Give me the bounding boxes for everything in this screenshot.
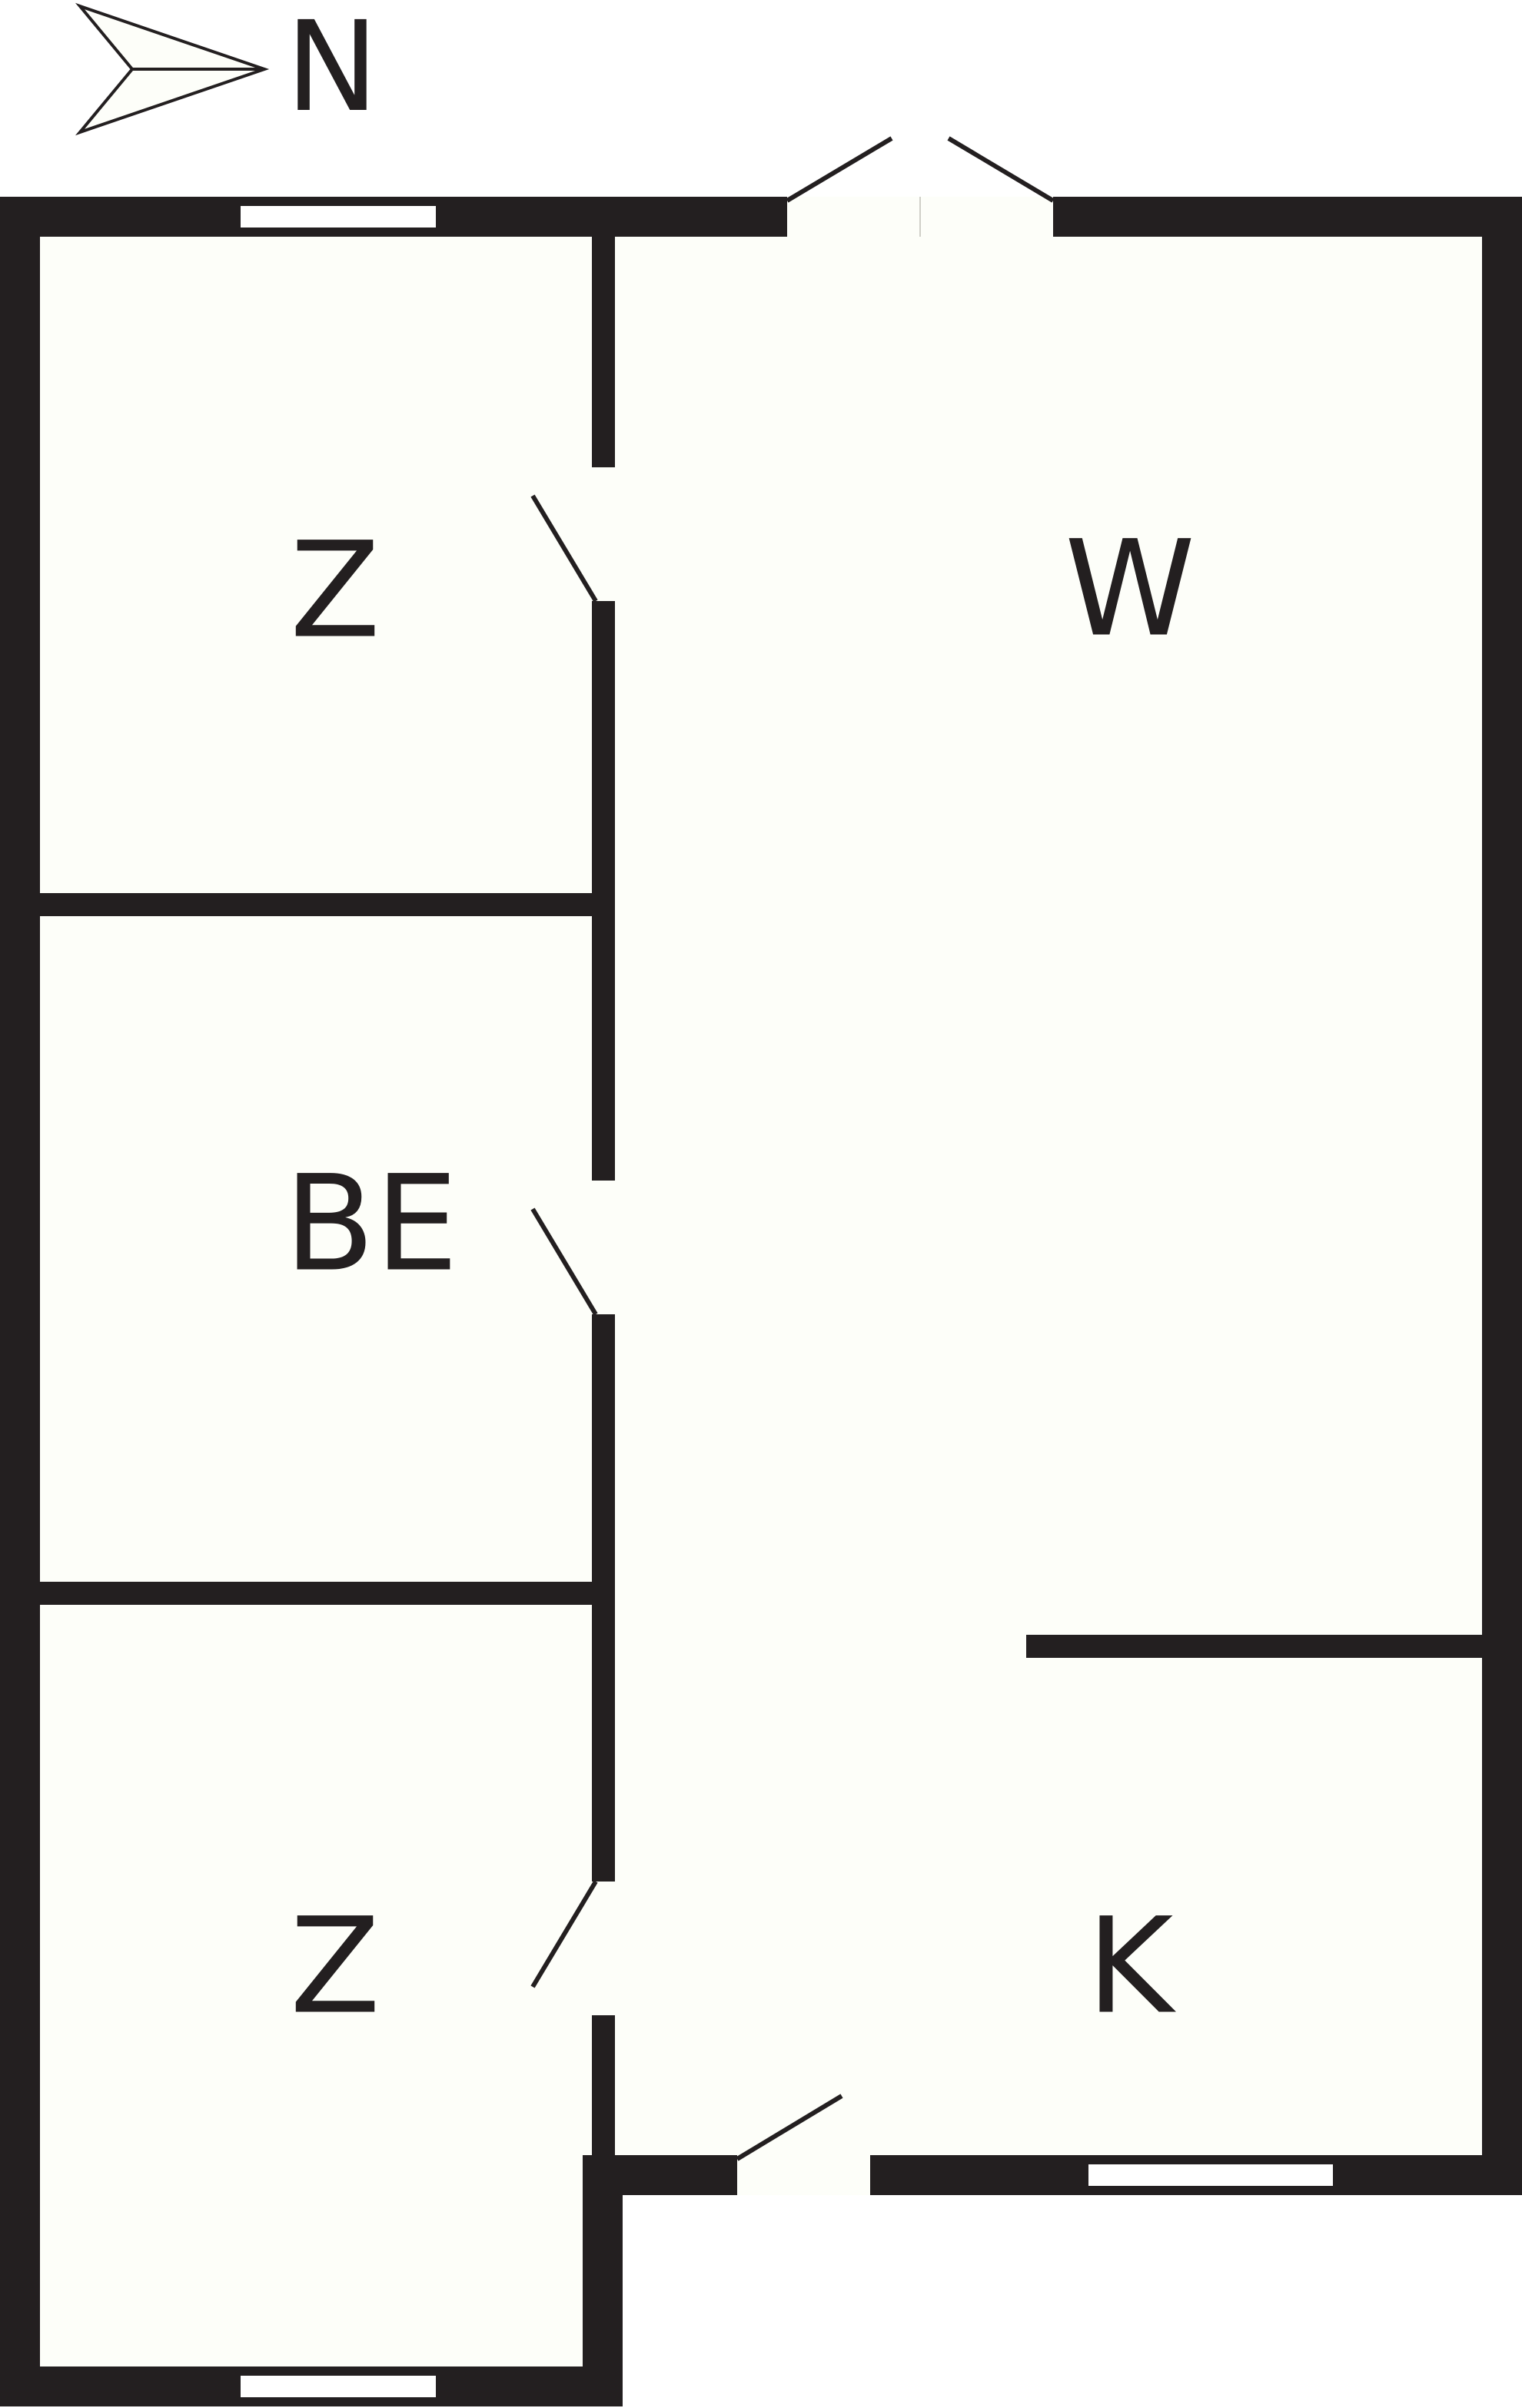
windows (241, 206, 1333, 2397)
wall-step-vertical (583, 2155, 623, 2406)
wall-bottom-right (583, 2155, 1522, 2195)
window-bottom-left (241, 2376, 436, 2397)
wall-be-z-divider (40, 1582, 592, 1605)
door-opening-be (592, 1181, 615, 1314)
door-opening-z-bottom (592, 1882, 615, 2015)
wall-top (0, 197, 1522, 237)
north-arrow-icon (75, 2, 270, 136)
window-top-left (241, 206, 436, 228)
door-leaf-be (530, 1207, 598, 1316)
door-leaf-top-right (947, 136, 1055, 203)
north-letter: N (285, 0, 378, 140)
wall-z-be-divider (40, 893, 592, 916)
window-kitchen (1088, 2164, 1333, 2186)
room-label-k: K (1087, 1889, 1177, 2044)
wall-right (1482, 197, 1522, 2195)
wall-left (0, 197, 40, 2406)
room-label-w: W (1065, 512, 1195, 666)
door-leaf-z-bottom (530, 1880, 598, 1988)
door-leaf-kitchen (736, 2094, 843, 2161)
door-opening-kitchen (737, 2155, 870, 2195)
room-label-be: BE (284, 1147, 459, 1301)
room-label-z-top: Z (290, 513, 380, 668)
floor-left-rooms (40, 237, 592, 2367)
doors (530, 136, 1055, 2195)
room-label-z-bottom: Z (290, 1889, 380, 2044)
door-leaf-z-top (530, 494, 598, 603)
door-opening-z-top (592, 467, 615, 601)
floor-fills (40, 237, 1482, 2367)
wall-kitchen-partition (1026, 1635, 1482, 1658)
floor-main-area (592, 237, 1482, 2155)
door-leaf-top-left (786, 136, 893, 203)
